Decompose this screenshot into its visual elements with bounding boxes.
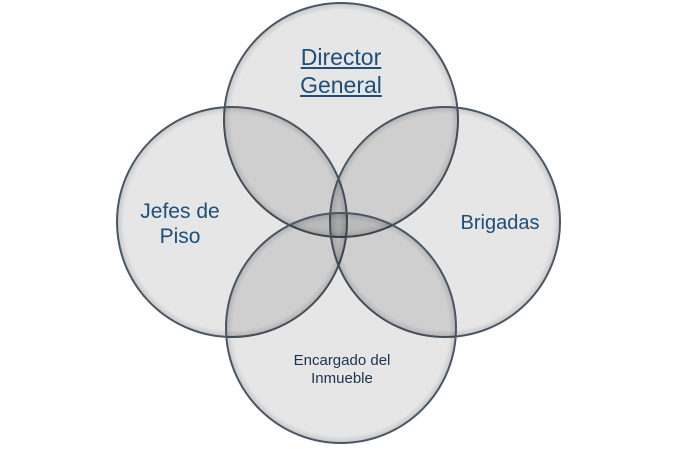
label-brigadas: Brigadas — [440, 211, 560, 235]
label-jefes-de-piso: Jefes de Piso — [120, 199, 240, 249]
label-line: Piso — [159, 225, 201, 249]
label-director-general: Director General — [271, 44, 411, 99]
label-line: Inmueble — [311, 370, 373, 387]
label-line: Jefes de — [140, 200, 220, 223]
label-encargado-inmueble: Encargado del Inmueble — [262, 352, 422, 388]
label-line: Encargado del — [293, 352, 391, 369]
label-line: General — [300, 71, 382, 98]
label-line: Director — [300, 44, 382, 70]
label-line: Brigadas — [460, 212, 540, 234]
circle-encargado-inmueble — [225, 212, 457, 444]
